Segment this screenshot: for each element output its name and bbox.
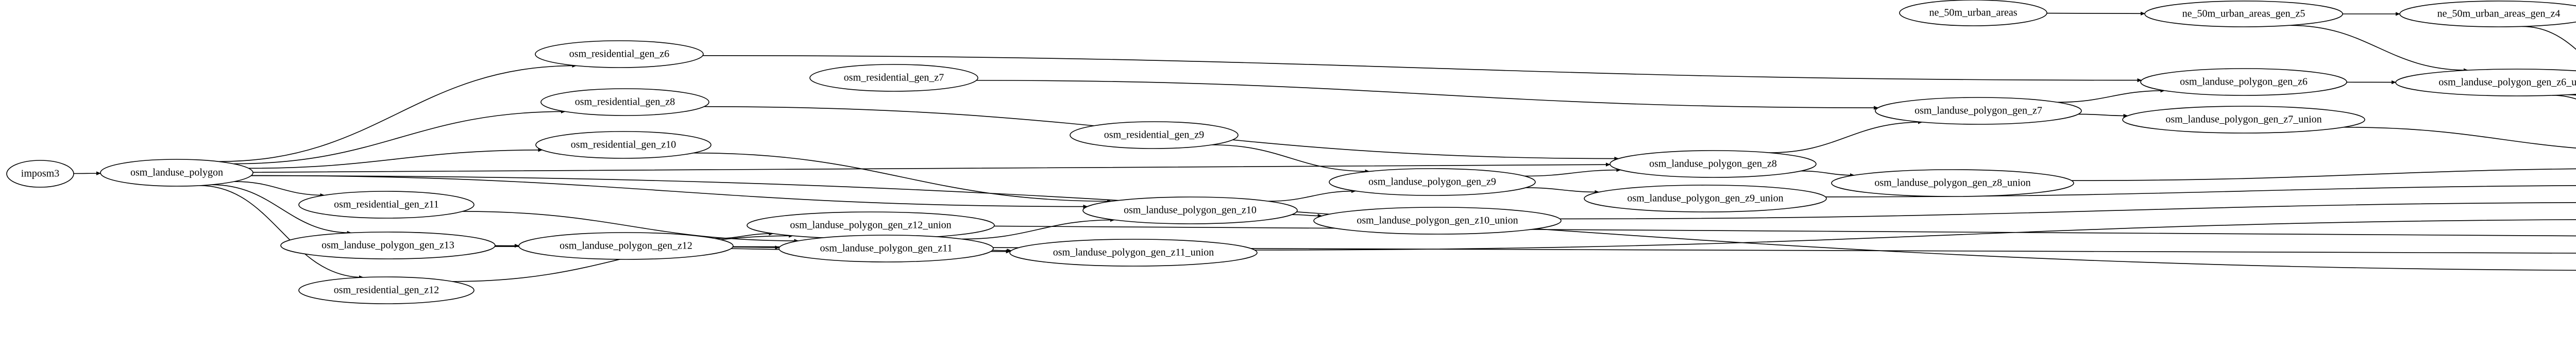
edge-osm_landuse_polygon_gen_z12_union-to-layer_landuse_z12: [994, 225, 2576, 237]
edge-osm_landuse_polygon-to-osm_landuse_polygon_gen_z10: [251, 175, 1088, 209]
edge-ne_50m_urban_areas-to-ne_50m_urban_areas_gen_z5: [2046, 11, 2145, 16]
node-label: osm_landuse_polygon_gen_z7: [1914, 105, 2042, 117]
node-osm_residential_gen_z11[interactable]: osm_residential_gen_z11: [298, 191, 474, 219]
node-osm_landuse_polygon_gen_z8[interactable]: osm_landuse_polygon_gen_z8: [1609, 150, 1817, 178]
node-label: osm_landuse_polygon_gen_z8_union: [1874, 177, 2030, 189]
node-label: osm_landuse_polygon: [130, 167, 223, 178]
node-label: osm_landuse_polygon_gen_z6_union: [2438, 77, 2576, 88]
node-label: osm_residential_gen_z8: [575, 96, 675, 108]
edge-osm_landuse_polygon-to-osm_residential_gen_z12: [199, 185, 364, 279]
edge-osm_landuse_polygon_gen_z8-to-osm_landuse_polygon_gen_z8_union: [1801, 170, 1855, 177]
node-label: osm_landuse_polygon_gen_z11_union: [1053, 247, 1214, 258]
edges-layer: [73, 11, 2576, 282]
edge-ne_50m_urban_areas_gen_z5-to-osm_landuse_polygon_gen_z6_union: [2289, 25, 2468, 72]
edge-osm_landuse_polygon-to-osm_residential_gen_z10: [248, 148, 543, 169]
node-osm_residential_gen_z7[interactable]: osm_residential_gen_z7: [809, 64, 978, 92]
node-label: osm_landuse_polygon_gen_z12_union: [790, 220, 951, 231]
node-osm_landuse_polygon_gen_z12_union[interactable]: osm_landuse_polygon_gen_z12_union: [747, 211, 995, 239]
nodes-layer: imposm3 osm_landuse_polygon osm_residentia…: [6, 0, 2576, 304]
node-label: osm_residential_gen_z9: [1104, 129, 1204, 141]
node-ne_50m_urban_areas_gen_z5[interactable]: ne_50m_urban_areas_gen_z5: [2144, 1, 2343, 27]
node-osm_landuse_polygon_gen_z10[interactable]: osm_landuse_polygon_gen_z10: [1082, 196, 1298, 224]
node-osm_landuse_polygon_gen_z7_union[interactable]: osm_landuse_polygon_gen_z7_union: [2122, 106, 2365, 134]
node-osm_residential_gen_z10[interactable]: osm_residential_gen_z10: [535, 131, 711, 159]
edge-osm_residential_gen_z10-to-osm_landuse_polygon_gen_z10: [693, 152, 1112, 204]
node-label: osm_landuse_polygon_gen_z10: [1124, 205, 1257, 216]
node-osm_residential_gen_z12[interactable]: osm_residential_gen_z12: [298, 276, 474, 304]
node-label: ne_50m_urban_areas_gen_z4: [2437, 8, 2561, 20]
node-osm_landuse_polygon_gen_z9_union[interactable]: osm_landuse_polygon_gen_z9_union: [1584, 185, 1827, 212]
node-osm_landuse_polygon_gen_z13[interactable]: osm_landuse_polygon_gen_z13: [280, 232, 496, 259]
edge-osm_landuse_polygon_gen_z10-to-osm_landuse_polygon_gen_z10_union: [1292, 213, 1323, 218]
edge-osm_landuse_polygon_gen_z11-to-osm_landuse_polygon_gen_z10: [961, 218, 1115, 240]
node-label: osm_landuse_polygon_gen_z6: [2180, 76, 2308, 88]
node-label: osm_landuse_polygon_gen_z12: [560, 240, 692, 252]
edge-ne_50m_urban_areas_gen_z4-to-layer_landuse_z4: [2522, 26, 2576, 50]
edge-osm_landuse_polygon-to-osm_residential_gen_z8: [233, 109, 566, 164]
edge-osm_landuse_polygon-to-osm_residential_gen_z11: [234, 181, 325, 198]
node-osm_landuse_polygon_gen_z9[interactable]: osm_landuse_polygon_gen_z9: [1329, 168, 1536, 196]
node-label: osm_landuse_polygon_gen_z13: [321, 240, 454, 251]
edge-osm_landuse_polygon_gen_z9-to-osm_landuse_polygon_gen_z8: [1524, 168, 1621, 177]
node-label: osm_residential_gen_z7: [844, 72, 944, 84]
edge-osm_landuse_polygon_gen_z10_union-to-layer_landuse_z10: [1560, 202, 2576, 220]
node-osm_landuse_polygon[interactable]: osm_landuse_polygon: [100, 159, 253, 187]
node-ne_50m_urban_areas[interactable]: ne_50m_urban_areas: [1899, 0, 2047, 26]
node-label: osm_landuse_polygon_gen_z11: [820, 243, 952, 254]
edge-osm_landuse_polygon_gen_z7-to-osm_landuse_polygon_gen_z7_union: [2078, 113, 2128, 118]
node-osm_landuse_polygon_gen_z6_union[interactable]: osm_landuse_polygon_gen_z6_union: [2395, 69, 2576, 96]
node-osm_residential_gen_z8[interactable]: osm_residential_gen_z8: [540, 88, 709, 116]
node-label: ne_50m_urban_areas: [1929, 7, 2017, 19]
node-label: osm_landuse_polygon_gen_z8: [1649, 158, 1777, 170]
node-osm_landuse_polygon_gen_z10_union[interactable]: osm_landuse_polygon_gen_z10_union: [1313, 207, 1562, 235]
edge-osm_landuse_polygon_gen_z9-to-osm_landuse_polygon_gen_z9_union: [1526, 187, 1600, 194]
node-osm_landuse_polygon_gen_z6[interactable]: osm_landuse_polygon_gen_z6: [2140, 68, 2347, 96]
node-label: osm_residential_gen_z12: [334, 285, 439, 296]
node-label: osm_landuse_polygon_gen_z7_union: [2165, 114, 2321, 125]
node-osm_landuse_polygon_gen_z12[interactable]: osm_landuse_polygon_gen_z12: [518, 232, 734, 260]
node-label: osm_residential_gen_z6: [569, 48, 669, 60]
node-label: osm_landuse_polygon_gen_z10_union: [1357, 215, 1518, 226]
node-label: imposm3: [21, 168, 59, 179]
edge-osm_landuse_polygon_gen_z12-to-osm_landuse_polygon_gen_z12_union: [715, 232, 774, 239]
node-osm_landuse_polygon_gen_z11_union[interactable]: osm_landuse_polygon_gen_z11_union: [1009, 239, 1258, 267]
node-ne_50m_urban_areas_gen_z4[interactable]: ne_50m_urban_areas_gen_z4: [2399, 1, 2576, 27]
node-label: osm_landuse_polygon_gen_z9_union: [1627, 193, 1783, 204]
edge-osm_landuse_polygon_gen_z7_union-to-layer_landuse_z7: [2343, 126, 2576, 149]
node-label: osm_landuse_polygon_gen_z9: [1368, 176, 1496, 188]
node-imposm3[interactable]: imposm3: [6, 160, 74, 188]
node-osm_landuse_polygon_gen_z8_union[interactable]: osm_landuse_polygon_gen_z8_union: [1831, 169, 2074, 197]
edge-osm_landuse_polygon_gen_z8_union-to-layer_landuse_z8: [2071, 168, 2576, 182]
edge-osm_landuse_polygon_gen_z11-to-osm_landuse_polygon_gen_z11_union: [992, 249, 1012, 253]
node-osm_landuse_polygon_gen_z11[interactable]: osm_landuse_polygon_gen_z11: [778, 235, 994, 262]
edge-osm_landuse_polygon-to-osm_residential_gen_z6: [218, 63, 577, 162]
edge-osm_residential_gen_z9-to-osm_landuse_polygon_gen_z9: [1212, 144, 1370, 174]
edge-osm_residential_gen_z11-to-osm_landuse_polygon_gen_z11: [462, 211, 799, 243]
edge-osm_residential_gen_z7-to-osm_landuse_polygon_gen_z7: [976, 80, 1879, 110]
node-label: osm_residential_gen_z10: [571, 139, 676, 151]
node-label: ne_50m_urban_areas_gen_z5: [2182, 8, 2306, 20]
edge-osm_landuse_polygon_gen_z7-to-osm_landuse_polygon_gen_z6: [2057, 88, 2165, 103]
edge-osm_landuse_polygon_gen_z11_union-to-layer_landuse_z11: [1255, 219, 2576, 251]
edge-osm_residential_gen_z6-to-osm_landuse_polygon_gen_z6: [703, 55, 2142, 83]
node-osm_residential_gen_z6[interactable]: osm_residential_gen_z6: [535, 40, 704, 68]
edge-osm_landuse_polygon_gen_z10-to-osm_landuse_polygon_gen_z9: [1268, 189, 1357, 202]
node-osm_residential_gen_z9[interactable]: osm_residential_gen_z9: [1070, 121, 1239, 149]
edge-osm_landuse_polygon_gen_z6_union-to-layer_landuse_z6: [2552, 95, 2576, 100]
node-label: osm_residential_gen_z11: [334, 199, 439, 210]
edge-osm_landuse_polygon-to-osm_landuse_polygon_gen_z13: [211, 184, 352, 235]
node-osm_landuse_polygon_gen_z7[interactable]: osm_landuse_polygon_gen_z7: [1875, 97, 2082, 125]
edge-osm_landuse_polygon_gen_z8-to-osm_landuse_polygon_gen_z7: [1769, 120, 1923, 153]
